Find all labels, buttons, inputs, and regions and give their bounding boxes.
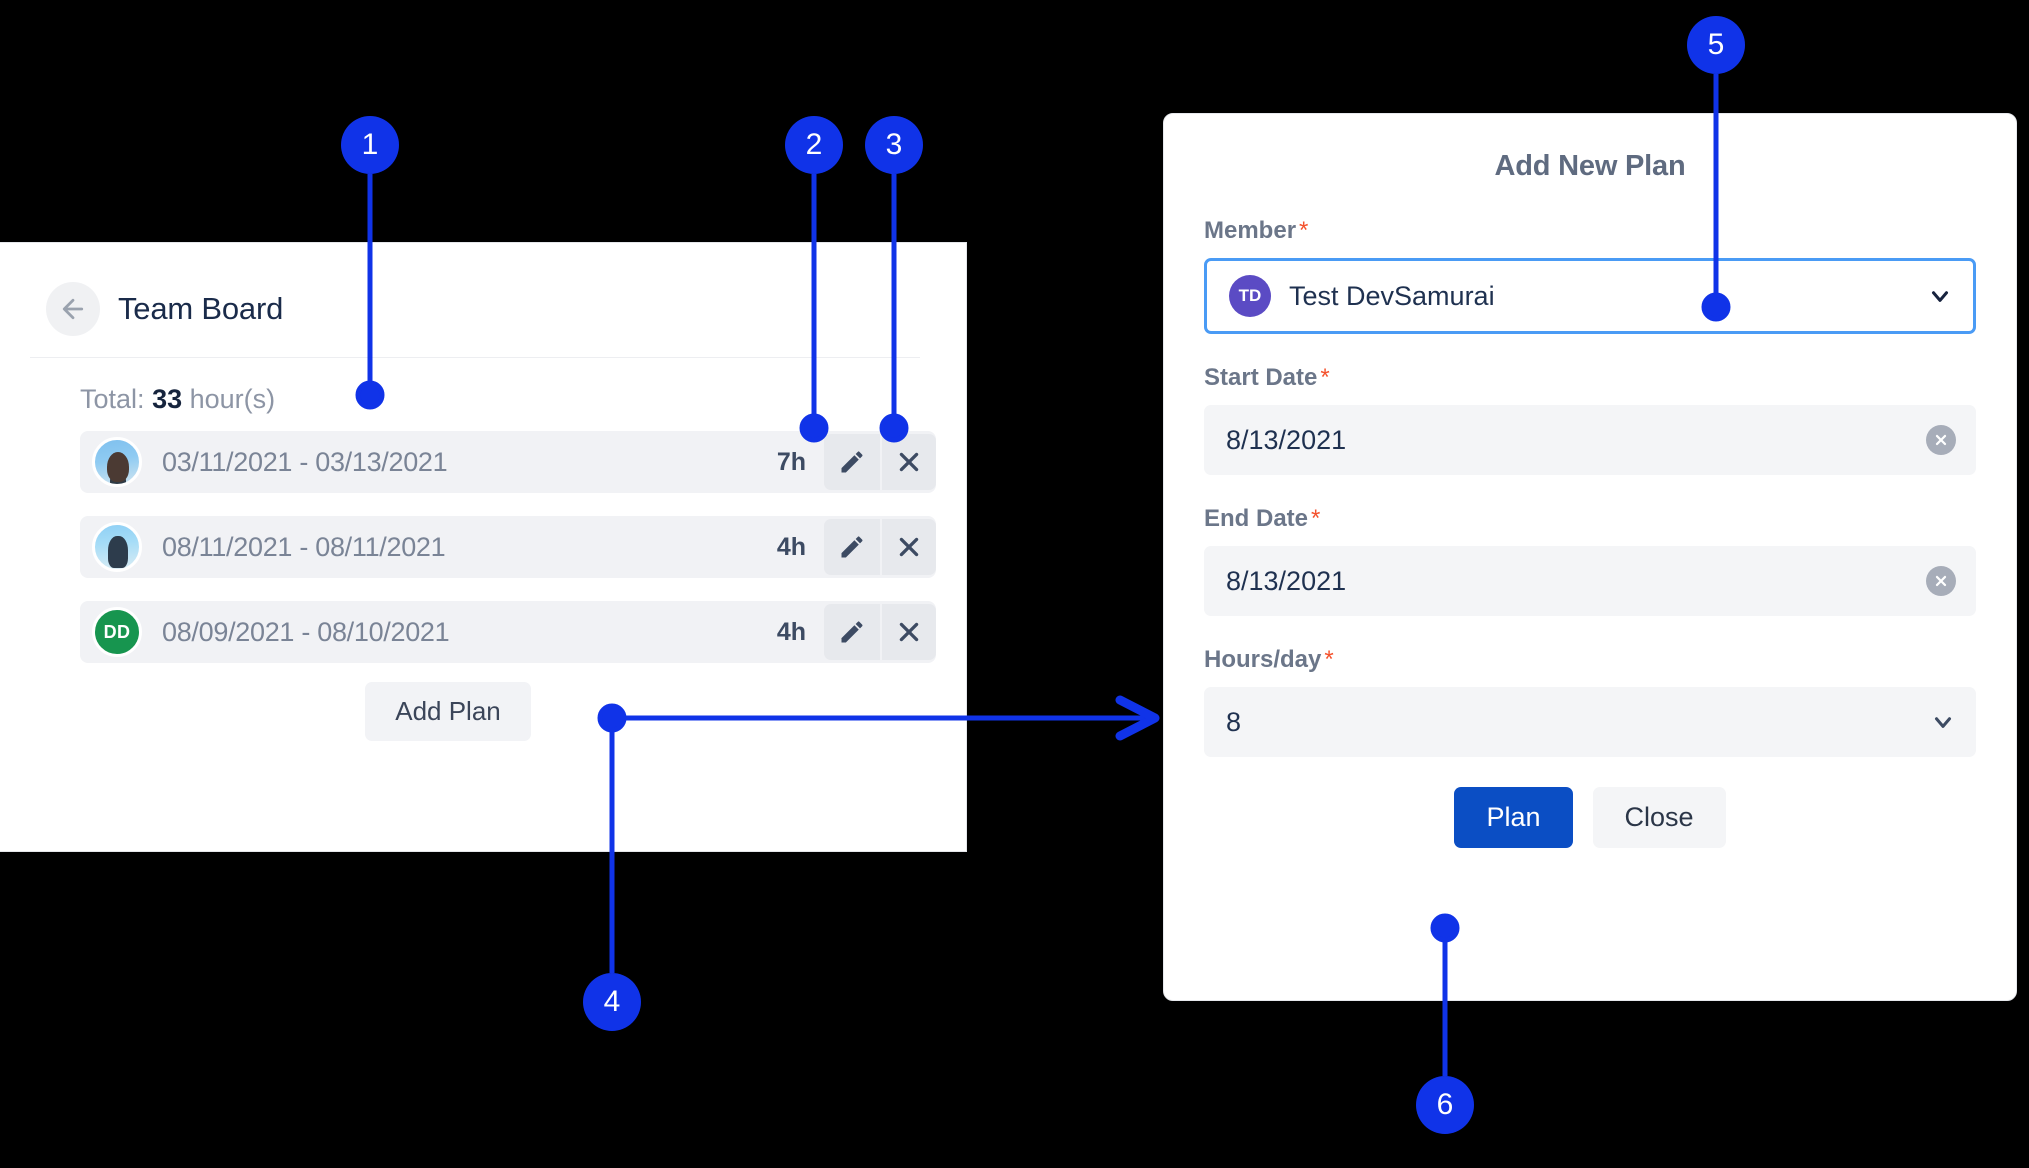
x-glyph-icon xyxy=(1935,575,1947,587)
row-actions xyxy=(824,604,936,660)
callout-badge-4: 4 xyxy=(583,973,641,1031)
dialog-actions: Plan Close xyxy=(1204,787,1976,848)
pencil-icon xyxy=(841,451,863,473)
delete-plan-button[interactable] xyxy=(880,519,936,575)
total-hours-label: Total: 33 hour(s) xyxy=(0,358,966,415)
hours-per-day-label: Hours/day* xyxy=(1204,646,1976,674)
callout-badge-6: 6 xyxy=(1416,1076,1474,1134)
callout-badge-5: 5 xyxy=(1687,16,1745,74)
delete-plan-button[interactable] xyxy=(880,434,936,490)
plan-row[interactable]: 08/11/2021 - 08/11/2021 4h xyxy=(80,516,936,578)
start-date-right xyxy=(1926,425,1956,455)
start-date-field[interactable]: 8/13/2021 xyxy=(1204,405,1976,475)
add-new-plan-dialog: Add New Plan Member* TD Test DevSamurai … xyxy=(1163,113,2017,1001)
hours-per-day-right xyxy=(1930,709,1956,735)
pencil-icon xyxy=(841,621,863,643)
end-date-value: 8/13/2021 xyxy=(1226,565,1347,596)
hours-per-day-value: 8 xyxy=(1226,706,1242,737)
page-title: Team Board xyxy=(118,291,284,326)
dialog-title: Add New Plan xyxy=(1494,150,1686,182)
end-date-label-text: End Date xyxy=(1204,505,1309,532)
flow-arrow-icon xyxy=(1115,695,1160,741)
member-label: Member* xyxy=(1204,217,1976,245)
end-date-right xyxy=(1926,566,1956,596)
start-date-value: 8/13/2021 xyxy=(1226,424,1347,455)
start-date-label: Start Date* xyxy=(1204,364,1976,392)
required-mark: * xyxy=(1324,646,1334,673)
back-button[interactable] xyxy=(46,282,100,336)
add-plan-button[interactable]: Add Plan xyxy=(365,682,531,741)
total-suffix: hour(s) xyxy=(189,384,276,414)
row-actions xyxy=(824,519,936,575)
required-mark: * xyxy=(1299,217,1309,244)
plan-date-range: 03/11/2021 - 03/13/2021 xyxy=(162,446,448,477)
plan-hours: 4h xyxy=(776,532,806,561)
plan-list: 03/11/2021 - 03/13/2021 7h xyxy=(0,415,966,741)
header-divider xyxy=(30,357,920,358)
plan-date-range: 08/09/2021 - 08/10/2021 xyxy=(162,616,450,647)
x-glyph-icon xyxy=(1935,434,1947,446)
avatar: DD xyxy=(92,607,142,657)
row-actions xyxy=(824,434,936,490)
callout-badge-3: 3 xyxy=(865,116,923,174)
team-board-header: Team Board xyxy=(0,243,966,339)
close-x-icon xyxy=(899,622,919,642)
close-x-icon xyxy=(899,452,919,472)
back-arrow-icon xyxy=(62,298,84,320)
plan-row[interactable]: 03/11/2021 - 03/13/2021 7h xyxy=(80,431,936,493)
plan-hours: 7h xyxy=(776,447,806,476)
chevron-down-icon[interactable] xyxy=(1930,709,1956,735)
plan-row[interactable]: DD 08/09/2021 - 08/10/2021 4h xyxy=(80,601,936,663)
member-select[interactable]: TD Test DevSamurai xyxy=(1204,258,1976,334)
required-mark: * xyxy=(1320,364,1330,391)
callout-badge-1: 1 xyxy=(341,116,399,174)
plan-hours: 4h xyxy=(776,617,806,646)
hours-per-day-label-text: Hours/day xyxy=(1204,646,1322,673)
hours-per-day-select[interactable]: 8 xyxy=(1204,687,1976,757)
clear-circle-x-icon[interactable] xyxy=(1926,425,1956,455)
close-x-icon xyxy=(899,537,919,557)
end-date-field[interactable]: 8/13/2021 xyxy=(1204,546,1976,616)
pencil-icon xyxy=(841,536,863,558)
plan-date-range: 08/11/2021 - 08/11/2021 xyxy=(162,531,446,562)
close-dialog-button[interactable]: Close xyxy=(1592,787,1726,848)
clear-circle-x-icon[interactable] xyxy=(1926,566,1956,596)
edit-plan-button[interactable] xyxy=(824,519,880,575)
callout-badge-2: 2 xyxy=(785,116,843,174)
chevron-down-icon[interactable] xyxy=(1927,283,1953,309)
required-mark: * xyxy=(1311,505,1321,532)
member-select-right xyxy=(1927,283,1953,309)
edit-plan-button[interactable] xyxy=(824,434,880,490)
add-plan-row: Add Plan xyxy=(80,682,936,741)
member-value: Test DevSamurai xyxy=(1289,280,1495,311)
avatar xyxy=(92,437,142,487)
edit-plan-button[interactable] xyxy=(824,604,880,660)
avatar xyxy=(92,522,142,572)
team-board-card: Team Board Total: 33 hour(s) 03/11/2021 … xyxy=(0,242,967,852)
total-prefix: Total: xyxy=(80,384,145,414)
start-date-label-text: Start Date xyxy=(1204,364,1318,391)
member-label-text: Member xyxy=(1204,217,1297,244)
member-avatar: TD xyxy=(1229,275,1271,317)
total-value: 33 xyxy=(152,384,183,414)
plan-submit-button[interactable]: Plan xyxy=(1454,787,1573,848)
end-date-label: End Date* xyxy=(1204,505,1976,533)
delete-plan-button[interactable] xyxy=(880,604,936,660)
